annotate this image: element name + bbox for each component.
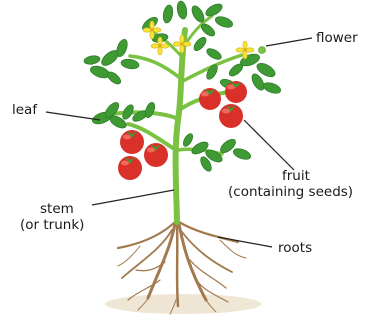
roots-label: roots bbox=[278, 240, 312, 256]
tomato bbox=[225, 81, 247, 103]
fruit-label: fruit bbox=[282, 168, 310, 184]
soil-patch bbox=[105, 294, 261, 314]
stem-label: stem bbox=[40, 201, 74, 217]
stem-leader-line bbox=[92, 190, 174, 205]
tomato bbox=[120, 130, 144, 154]
fruit-leader-line bbox=[244, 120, 294, 170]
flower-label: flower bbox=[316, 30, 358, 46]
tomato bbox=[118, 156, 142, 180]
leaf-leader-line bbox=[46, 112, 100, 120]
tomato bbox=[144, 143, 168, 167]
fruit-sublabel: (containing seeds) bbox=[228, 184, 353, 200]
stem-sublabel: (or trunk) bbox=[20, 217, 84, 233]
tomato bbox=[219, 104, 243, 128]
tomato bbox=[199, 88, 221, 110]
leaf-label: leaf bbox=[12, 102, 38, 118]
flower-leader-line bbox=[266, 38, 312, 46]
